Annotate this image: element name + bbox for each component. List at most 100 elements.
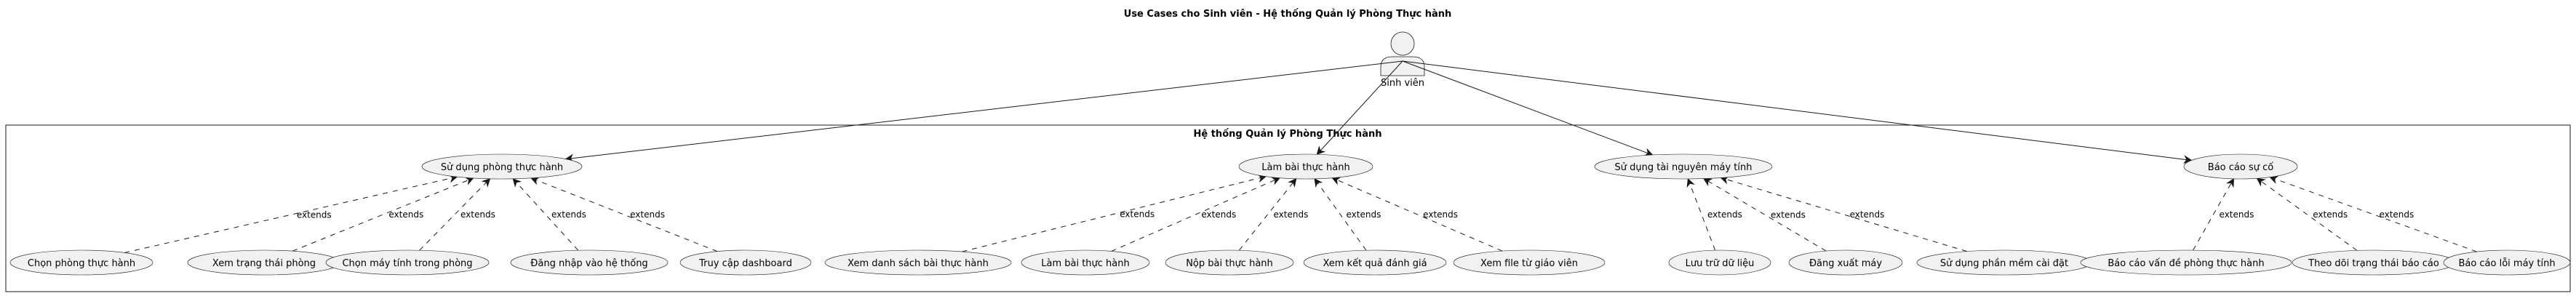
use-case-e9-shape (1303, 249, 1447, 276)
use-case-e12[interactable]: Đăng xuất máy (1788, 249, 1903, 276)
extends-label: extends (1201, 209, 1236, 220)
extends-edge-e9 (1314, 177, 1367, 251)
use-case-e2[interactable]: Xem trạng thái phòng (187, 249, 341, 276)
extends-label: extends (2220, 209, 2254, 220)
use-case-uc2-shape (1238, 153, 1373, 180)
use-case-uc3[interactable]: Sử dụng tài nguyên máy tính (1594, 153, 1773, 180)
extends-edge-e12 (1702, 177, 1827, 252)
extends-edge-e2 (292, 177, 474, 252)
use-case-e1-shape (9, 249, 153, 276)
use-case-e3-shape (325, 249, 490, 276)
use-case-e14-shape (2080, 249, 2292, 276)
use-case-e3-label: Chọn máy tính trong phòng (342, 258, 472, 269)
use-case-uc1-shape (421, 153, 583, 180)
use-case-e4[interactable]: Đăng nhập vào hệ thống (510, 249, 669, 276)
use-case-e14-label: Báo cáo vấn đề phòng thực hành (2108, 258, 2264, 269)
use-case-e11-label: Lưu trữ dữ liệu (1686, 258, 1755, 269)
extends-label: extends (1771, 209, 1806, 220)
extends-label: extends (1423, 209, 1458, 220)
system-boundary (5, 124, 2571, 292)
use-case-e16-label: Báo cáo lỗi máy tính (2458, 258, 2555, 269)
user-icon (1380, 31, 1425, 76)
association-uc2 (1316, 60, 1403, 156)
use-case-e7-shape (1021, 249, 1150, 276)
use-case-e16[interactable]: Báo cáo lỗi máy tính (2443, 249, 2571, 276)
extends-label: extends (1850, 209, 1885, 220)
use-case-e9-label: Xem kết quả đánh giá (1323, 258, 1427, 269)
use-case-e12-shape (1788, 249, 1903, 276)
use-case-uc2-label: Làm bài thực hành (1261, 162, 1350, 173)
extends-edge-e5 (530, 177, 718, 252)
use-case-e9[interactable]: Xem kết quả đánh giá (1303, 249, 1447, 276)
extends-edge-e3 (419, 177, 491, 251)
extends-label: extends (1120, 209, 1155, 219)
use-case-uc4-label: Báo cáo sự cố (2208, 162, 2273, 173)
actor-student[interactable]: Sinh viên (1380, 31, 1425, 89)
use-case-e2-label: Xem trạng thái phòng (212, 258, 316, 269)
use-case-e10-label: Xem file từ giáo viên (1480, 258, 1578, 269)
extends-label: extends (1273, 209, 1308, 220)
extends-edge-e6 (962, 174, 1267, 252)
use-case-uc1[interactable]: Sử dụng phòng thực hành (421, 153, 583, 180)
extends-label: extends (2313, 209, 2348, 220)
use-case-e4-shape (510, 249, 669, 276)
extends-label: extends (1707, 209, 1742, 220)
actor-label: Sinh viên (1381, 78, 1424, 89)
use-case-e7[interactable]: Làm bài thực hành (1021, 249, 1150, 276)
use-case-e11[interactable]: Lưu trữ dữ liệu (1668, 249, 1771, 276)
use-case-e8-label: Nộp bài thực hành (1186, 258, 1273, 269)
use-case-e1-label: Chọn phòng thực hành (28, 258, 135, 269)
use-case-e4-label: Đăng nhập vào hệ thống (530, 258, 647, 269)
extends-edge-e14 (2193, 177, 2235, 251)
use-case-e5-label: Truy cập dashboard (698, 258, 792, 269)
use-case-e13[interactable]: Sử dụng phần mềm cài đặt (1916, 249, 2092, 276)
use-case-e6-shape (824, 249, 1012, 276)
association-uc1 (565, 60, 1403, 163)
use-case-e10[interactable]: Xem file từ giáo viên (1453, 249, 1606, 276)
use-case-e3[interactable]: Chọn máy tính trong phòng (325, 249, 490, 276)
extends-edge-e11 (1686, 177, 1716, 251)
extends-edge-e10 (1331, 177, 1503, 252)
use-case-e7-label: Làm bài thực hành (1041, 258, 1130, 269)
use-case-uc3-shape (1594, 153, 1773, 180)
use-case-e5-shape (679, 249, 812, 276)
use-case-e8-shape (1165, 249, 1294, 276)
extends-edge-e16 (2269, 175, 2477, 252)
extends-label: extends (460, 209, 495, 220)
extends-label: extends (630, 209, 665, 220)
extends-edge-e15 (2256, 177, 2358, 251)
extends-label: extends (297, 209, 332, 220)
use-case-e1[interactable]: Chọn phòng thực hành (9, 249, 153, 276)
use-case-uc1-label: Sử dụng phòng thực hành (441, 162, 563, 173)
system-title: Hệ thống Quản lý Phòng Thực hành (1194, 129, 1382, 140)
use-case-e12-label: Đăng xuất máy (1809, 258, 1882, 269)
extends-label: extends (388, 209, 423, 220)
use-case-e15-label: Theo dõi trạng thái báo cáo (2308, 258, 2439, 269)
use-case-uc2[interactable]: Làm bài thực hành (1238, 153, 1373, 180)
extends-edge-e8 (1238, 177, 1297, 251)
use-case-e11-shape (1668, 249, 1771, 276)
use-case-e6-label: Xem danh sách bài thực hành (848, 258, 989, 269)
use-case-e16-shape (2443, 249, 2571, 276)
use-case-e6[interactable]: Xem danh sách bài thực hành (824, 249, 1012, 276)
use-case-e10-shape (1453, 249, 1606, 276)
extends-label: extends (551, 209, 586, 220)
use-case-e14[interactable]: Báo cáo vấn đề phòng thực hành (2080, 249, 2292, 276)
diagram-title: Use Cases cho Sinh viên - Hệ thống Quản … (1124, 9, 1451, 20)
use-case-uc3-label: Sử dụng tài nguyên máy tính (1615, 162, 1752, 173)
extends-label: extends (1346, 209, 1381, 220)
relationships: extends extends extends extends extends exten… (124, 60, 2477, 253)
use-case-e13-label: Sử dụng phần mềm cài đặt (1940, 258, 2068, 269)
use-case-uc4-shape (2183, 153, 2298, 180)
extends-edge-e13 (1720, 175, 1967, 252)
association-uc3 (1402, 60, 1654, 156)
extends-label: extends (2379, 209, 2414, 220)
association-uc4 (1402, 60, 2193, 164)
extends-edge-e7 (1111, 177, 1281, 252)
use-case-e8[interactable]: Nộp bài thực hành (1165, 249, 1294, 276)
use-case-uc4[interactable]: Báo cáo sự cố (2183, 153, 2298, 180)
use-case-e5[interactable]: Truy cập dashboard (679, 249, 812, 276)
use-case-e15[interactable]: Theo dõi trạng thái báo cáo (2292, 249, 2456, 276)
